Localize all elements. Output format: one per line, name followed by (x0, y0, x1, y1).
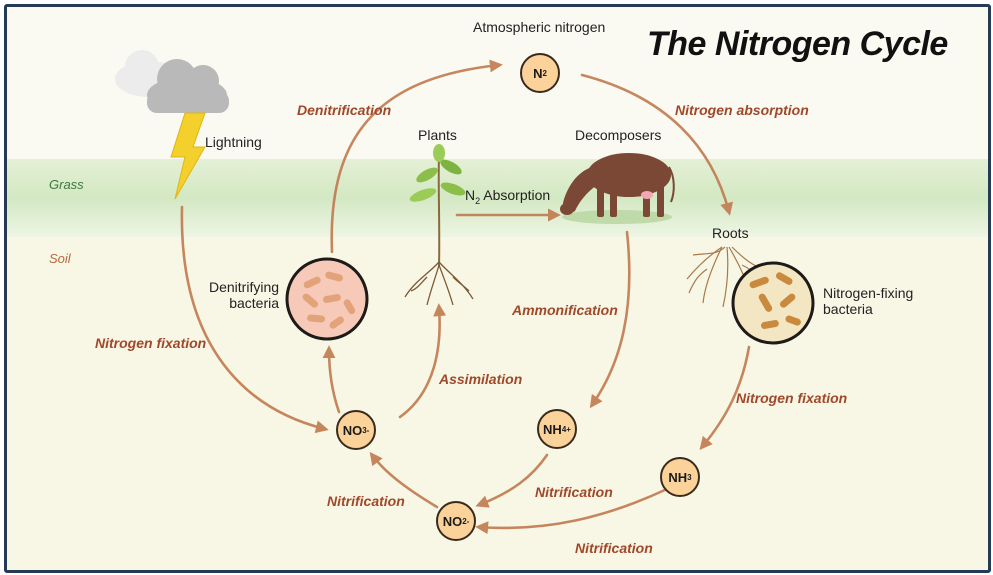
lightning-label: Lightning (205, 134, 262, 150)
ammonification-label: Ammonification (512, 302, 618, 318)
cloud-icon (115, 50, 229, 113)
denitrification-label: Denitrification (297, 102, 391, 118)
nitrogen-fixing-bacteria-icon (733, 263, 813, 343)
soil-zone-label: Soil (49, 251, 71, 266)
n2-absorption-label: N2 Absorption (465, 187, 550, 206)
roots-label: Roots (712, 225, 749, 241)
nitrification-left-label: Nitrification (327, 493, 405, 509)
diagram-stage: The Nitrogen Cycle Grass Soil Atmospheri… (7, 7, 988, 570)
nitrification-mid-label: Nitrification (535, 484, 613, 500)
decomposers-label: Decomposers (575, 127, 661, 143)
nitrification-bottom-label: Nitrification (575, 540, 653, 556)
nitrogen-fixation-left-label: Nitrogen fixation (95, 335, 206, 351)
assimilation-label: Assimilation (439, 371, 522, 387)
denitrifying-bacteria-icon (287, 259, 367, 339)
nitrogen-fixation-right-label: Nitrogen fixation (736, 390, 847, 406)
diagram-title: The Nitrogen Cycle (647, 25, 948, 64)
nitrogen-absorption-label: Nitrogen absorption (675, 102, 809, 118)
grass-zone-label: Grass (49, 177, 84, 192)
atmospheric-nitrogen-label: Atmospheric nitrogen (473, 19, 605, 35)
diagram-frame: The Nitrogen Cycle Grass Soil Atmospheri… (4, 4, 991, 573)
plants-label: Plants (418, 127, 457, 143)
